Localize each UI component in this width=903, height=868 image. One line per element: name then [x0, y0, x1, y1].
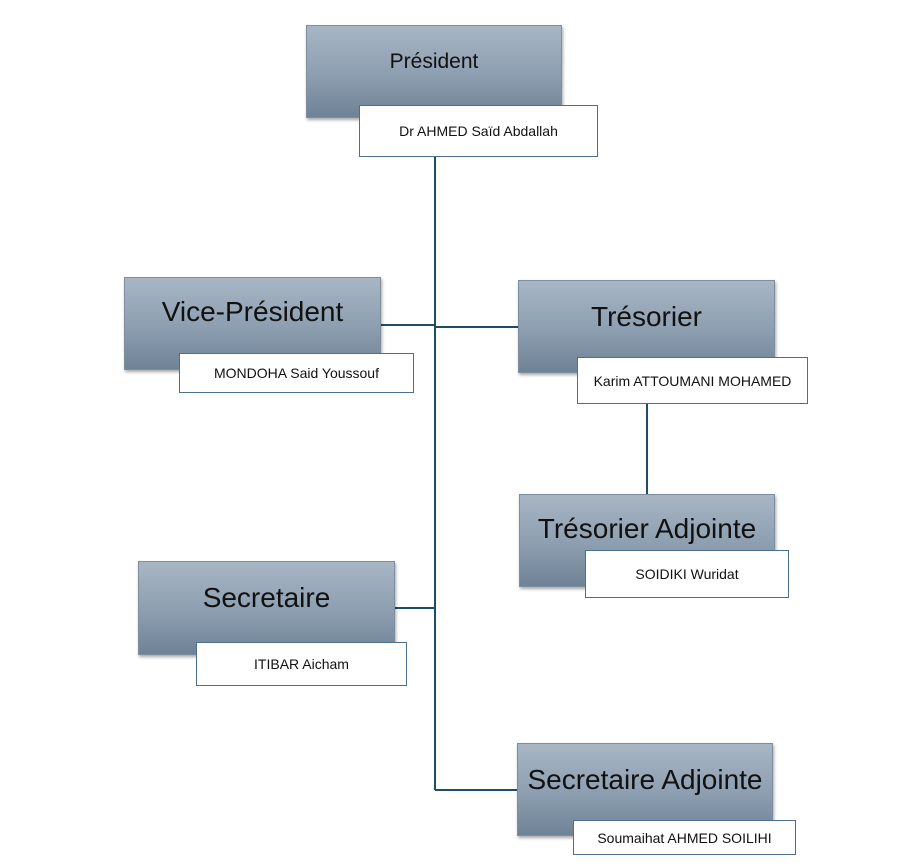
- president-name-box: Dr AHMED Saïd Abdallah: [359, 105, 598, 157]
- vice-president-title: Vice-Président: [161, 296, 344, 327]
- secretaire-name-box: ITIBAR Aicham: [196, 642, 407, 686]
- secretaire-box: Secretaire: [138, 561, 395, 655]
- secretaire-adjointe-name: Soumaihat AHMED SOILIHI: [597, 829, 772, 846]
- tresorier-adjointe-title: Trésorier Adjointe: [537, 513, 757, 544]
- secretaire-title: Secretaire: [202, 582, 331, 613]
- tresorier-adjointe-name: SOIDIKI Wuridat: [635, 566, 739, 582]
- secretaire-adjointe-name-box: Soumaihat AHMED SOILIHI: [573, 820, 796, 855]
- vice-president-name: MONDOHA Said Youssouf: [214, 365, 379, 381]
- tresorier-adjointe-name-box: SOIDIKI Wuridat: [585, 550, 789, 598]
- secretaire-adjointe-title: Secretaire Adjointe: [527, 764, 763, 795]
- president-title: Président: [389, 50, 479, 73]
- tresorier-name: Karim ATTOUMANI MOHAMED: [593, 372, 792, 389]
- president-box: Président: [306, 25, 562, 118]
- tresorier-title: Trésorier: [591, 301, 702, 332]
- secretaire-name: ITIBAR Aicham: [254, 656, 349, 672]
- tresorier-name-box: Karim ATTOUMANI MOHAMED: [577, 357, 808, 404]
- vice-president-name-box: MONDOHA Said Youssouf: [179, 353, 414, 393]
- president-name: Dr AHMED Saïd Abdallah: [399, 123, 558, 139]
